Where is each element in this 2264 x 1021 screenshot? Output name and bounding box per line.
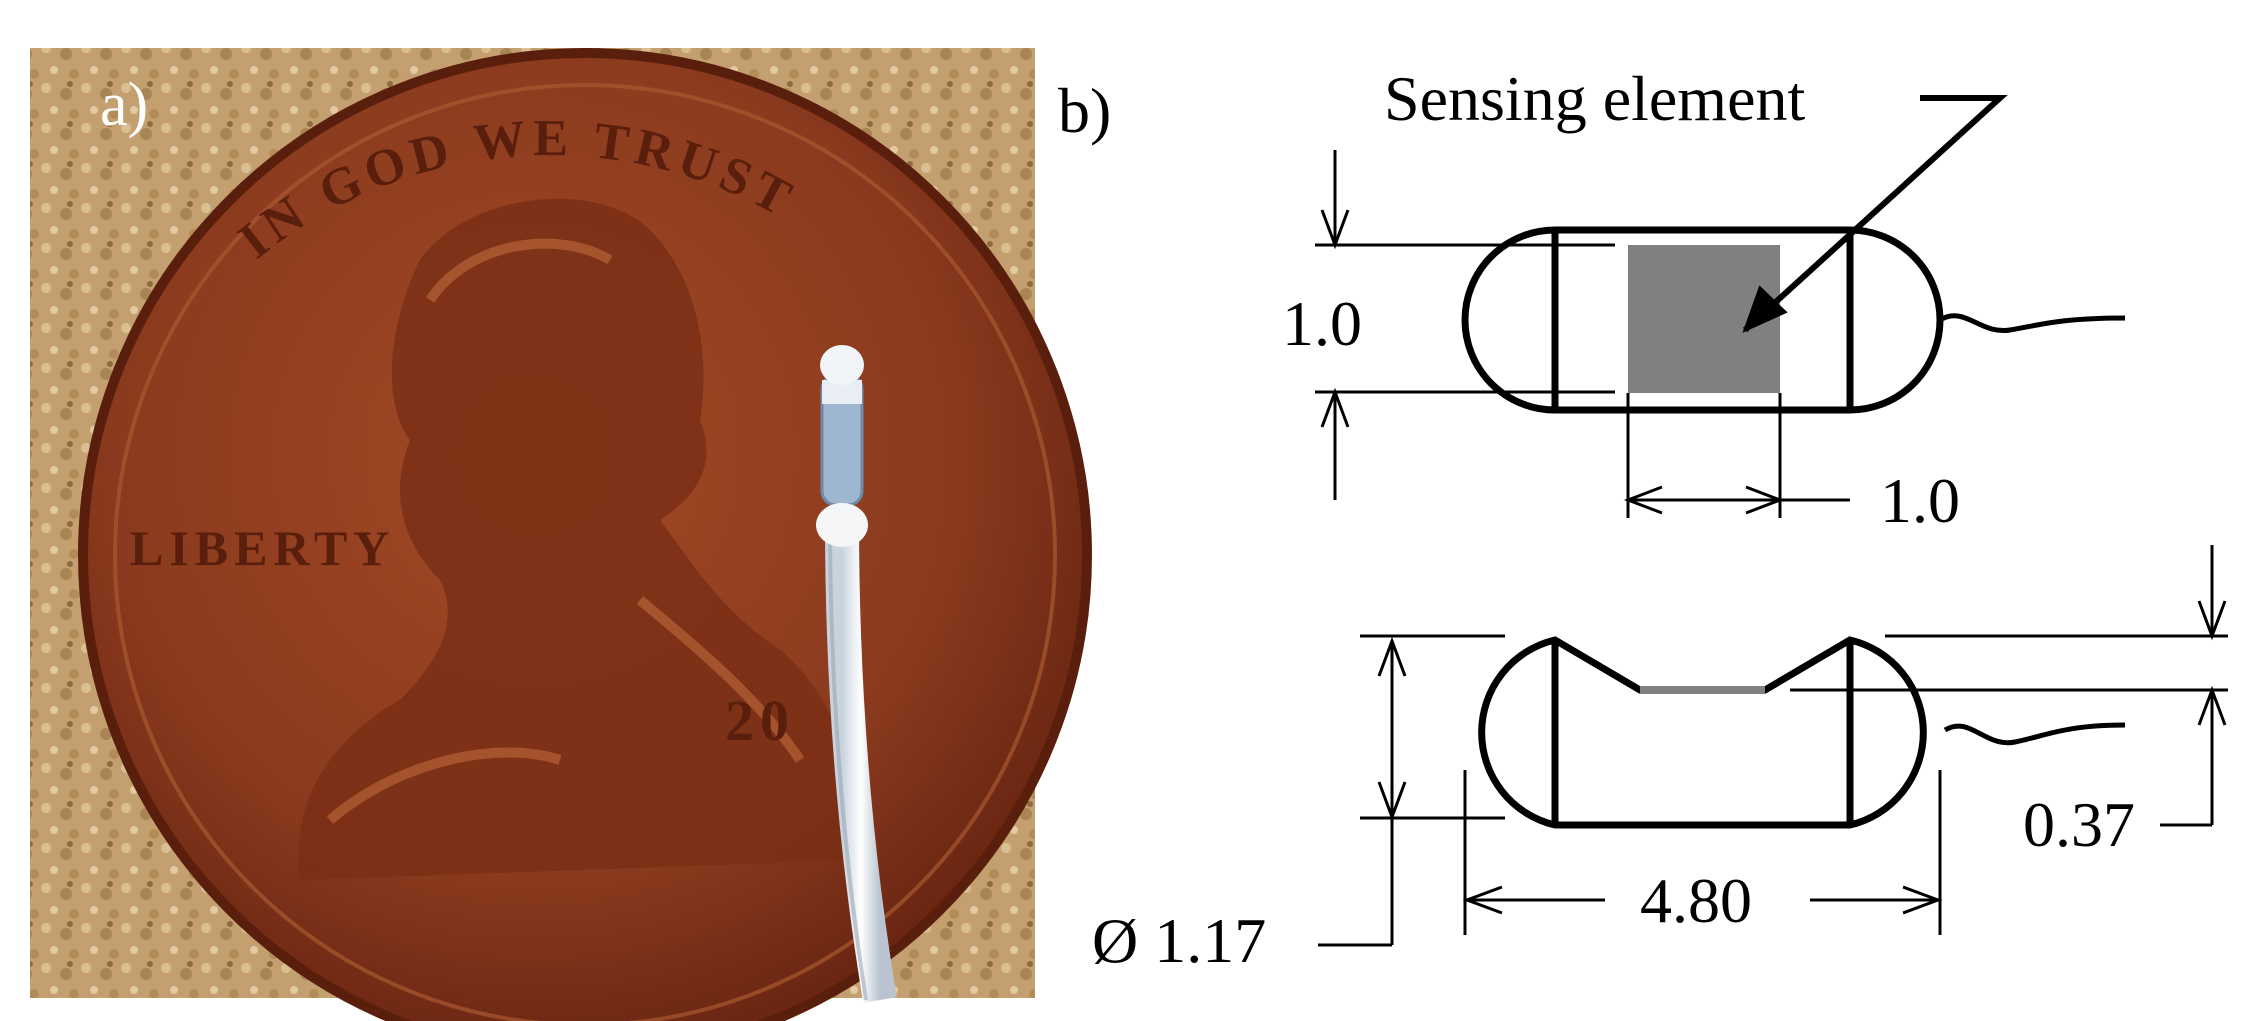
penny-inner-rim bbox=[113, 83, 1057, 1021]
top-view: 1.0 1.0 Sensing element bbox=[1282, 63, 2126, 536]
callout-leader bbox=[1742, 95, 2008, 333]
dim-step-label: 0.37 bbox=[2023, 789, 2135, 860]
lincoln-portrait bbox=[298, 198, 860, 880]
dim-diameter-label: Ø 1.17 bbox=[1092, 905, 1266, 976]
probe-wire-shadow bbox=[828, 519, 868, 1001]
panel-a-label: a) bbox=[100, 71, 148, 139]
top-height-arrowhead-upper bbox=[1320, 209, 1350, 250]
sensor-base-joint bbox=[816, 503, 868, 547]
side-lead-wire bbox=[1943, 722, 2126, 746]
sensor-tip-cap bbox=[820, 345, 864, 385]
top-lead-wire bbox=[1938, 313, 2126, 334]
len-arrowhead-right bbox=[1902, 885, 1943, 915]
panel-a-photo: IN GOD WE TRUST LIBERTY 20 a) bbox=[30, 48, 1092, 1021]
sensor-width-arrowhead-right bbox=[1745, 485, 1785, 515]
top-height-arrowhead-lower bbox=[1320, 387, 1350, 428]
coin-year-text: 20 bbox=[725, 688, 795, 753]
probe-wire bbox=[825, 519, 897, 1003]
panel-b-diagram: b) 1.0 1.0 Sensing element bbox=[1058, 63, 2228, 976]
dim-height-label: 1.0 bbox=[1282, 288, 1362, 359]
side-view: Ø 1.17 4.80 0.37 bbox=[1092, 545, 2228, 976]
dim-sensor-width-label: 1.0 bbox=[1880, 465, 1960, 536]
side-capsule-outline bbox=[1478, 636, 1927, 829]
len-arrowhead-left bbox=[1462, 885, 1503, 915]
panel-b-label: b) bbox=[1058, 75, 1111, 146]
sensor-width-arrowhead-left bbox=[1623, 485, 1663, 515]
dia-arrowhead-lower bbox=[1377, 781, 1407, 822]
coin-liberty-text: LIBERTY bbox=[130, 520, 395, 576]
dia-arrowhead-upper bbox=[1377, 636, 1407, 677]
step-arrowhead-upper bbox=[2197, 600, 2227, 641]
callout-arrowhead bbox=[1742, 285, 1788, 333]
sensing-element-label: Sensing element bbox=[1384, 63, 1805, 134]
dim-length-label: 4.80 bbox=[1640, 865, 1752, 936]
lincoln-highlights bbox=[326, 238, 805, 824]
step-arrowhead-lower bbox=[2197, 685, 2227, 726]
